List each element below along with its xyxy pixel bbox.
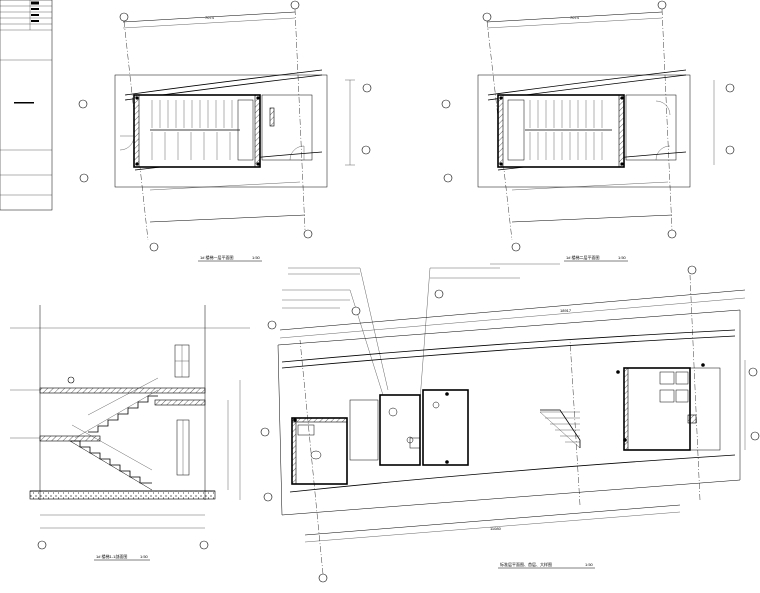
stair-flight-upper [88,395,158,433]
scale-section: 1:50 [140,554,149,559]
scale-plan-ground-floor: 1:50 [252,255,261,260]
caption-section: 1# 楼梯1-1剖面图 [96,553,127,559]
dimension-overall-top-right: 7074 [570,15,580,20]
room-right [623,367,691,451]
title-block [0,0,53,211]
scale-plan-second-floor: 1:50 [618,255,627,260]
central-stair [539,409,581,449]
dimension-overall-main: 18917 [560,308,572,313]
main-floor-plan: 18917 [260,263,760,583]
stair-treads [507,99,612,161]
dimension-overall-top-left: 7074 [205,15,215,20]
axis-bubble [119,12,129,22]
stair-flight-lower [70,440,152,484]
dimension-lower-main: 11080 [490,526,502,531]
stair-plan-second-floor: 7074 [441,0,735,262]
caption-main-plan: 标准层平面图、首层、大样图 [500,561,552,567]
stair-section-1-1: 1# 楼梯1-1剖面图 1:50 [10,305,250,561]
axis-bubble [290,0,300,10]
stair-treads [150,99,254,161]
caption-plan-ground-floor: 1# 楼梯一层平面图 [200,254,234,260]
room-left [291,417,348,485]
stair-plan-ground-floor: 7074 [78,0,372,262]
caption-plan-second-floor: 1# 楼梯二层平面图 [566,254,600,260]
scale-main-plan: 1:50 [585,562,594,567]
